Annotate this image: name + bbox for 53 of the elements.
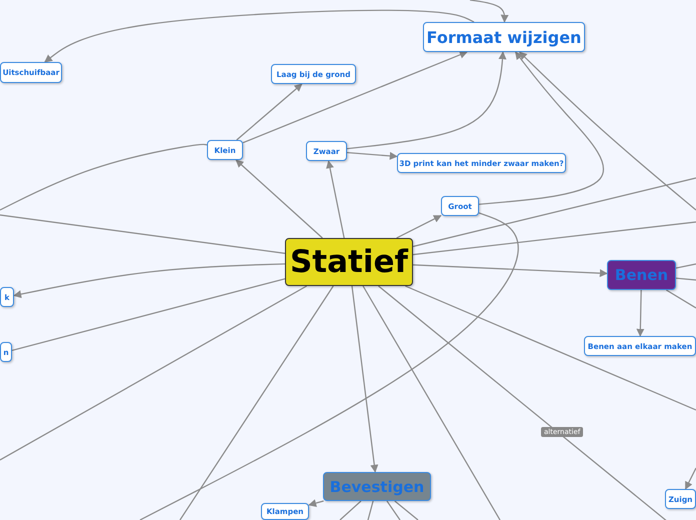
central-topic-box bbox=[285, 238, 413, 286]
connector-line bbox=[367, 500, 374, 520]
connector-line bbox=[676, 278, 696, 281]
connector-line bbox=[386, 500, 400, 520]
connector-arrow bbox=[44, 10, 474, 62]
main-topic-box bbox=[423, 22, 585, 52]
connector-line bbox=[140, 212, 519, 520]
connector-line bbox=[180, 286, 334, 520]
connector-line bbox=[412, 221, 696, 256]
connector-arrow bbox=[478, 51, 604, 205]
main-topic-box bbox=[323, 472, 431, 501]
subtopic-box bbox=[207, 140, 243, 160]
connector-line bbox=[340, 500, 362, 520]
connector-line bbox=[412, 177, 696, 248]
connector-arrow bbox=[412, 264, 608, 278]
connector-arrow bbox=[396, 215, 442, 239]
connector-arrow bbox=[242, 51, 468, 144]
connector-arrow bbox=[346, 152, 398, 160]
connector-line bbox=[362, 286, 501, 520]
connector-line bbox=[378, 286, 668, 520]
connector-arrow bbox=[236, 83, 302, 140]
topic-label: Benen bbox=[614, 266, 668, 284]
subtopic-box bbox=[441, 196, 479, 216]
connector-arrow bbox=[308, 499, 324, 507]
subtopic-box bbox=[665, 489, 696, 509]
connector-arrow bbox=[470, 0, 509, 23]
subtopic-box bbox=[584, 336, 696, 356]
subtopic-box bbox=[261, 503, 309, 520]
connector-arrow bbox=[518, 51, 696, 210]
connector-arrow bbox=[13, 263, 286, 298]
connector-line bbox=[0, 214, 286, 254]
connector-line bbox=[0, 285, 307, 461]
subtopic-box bbox=[0, 62, 62, 83]
main-topic-box bbox=[607, 260, 676, 290]
connector-arrow bbox=[684, 468, 696, 490]
connector-line bbox=[405, 285, 696, 411]
topic-label: Formaat wijzigen bbox=[426, 28, 582, 46]
topic-label: Bevestigen bbox=[330, 478, 424, 496]
subtopic-box bbox=[306, 141, 347, 161]
connector-line bbox=[0, 144, 208, 211]
connector-line bbox=[676, 263, 696, 269]
connector-arrow bbox=[326, 160, 345, 238]
subtopic-box bbox=[271, 64, 356, 84]
connector-arrow bbox=[636, 290, 644, 337]
connector-arrow bbox=[235, 159, 323, 238]
connector-line bbox=[394, 500, 418, 520]
connector-arrow bbox=[351, 286, 378, 473]
subtopic-box bbox=[397, 153, 566, 173]
connector-line bbox=[666, 289, 696, 309]
connector-arrow bbox=[346, 51, 506, 150]
subtopic-box bbox=[0, 287, 14, 307]
subtopic-box bbox=[0, 342, 12, 362]
topic-label: Statief bbox=[290, 244, 408, 280]
